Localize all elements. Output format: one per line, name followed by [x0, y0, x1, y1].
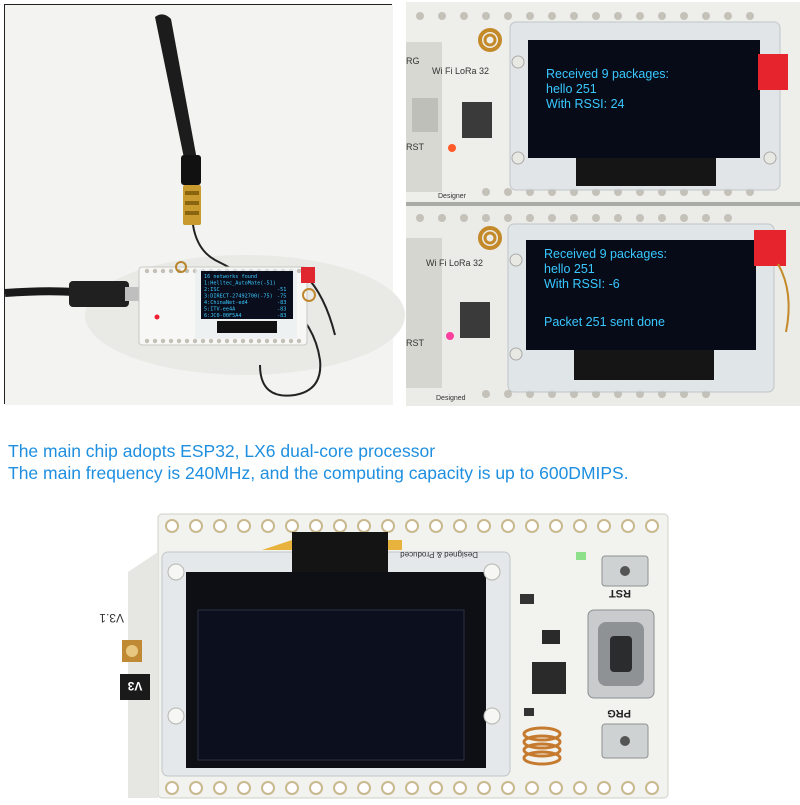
silk-prg: PRG — [607, 707, 631, 719]
oled-rssi: -83 — [277, 300, 286, 306]
oled-line: hello 251 — [546, 82, 597, 96]
oled-line: 4:ChinaNet-ed4 — [204, 300, 248, 306]
lora-board-lower — [406, 206, 800, 406]
heltec-board-small — [138, 261, 316, 346]
oled-rssi: -51 — [277, 287, 286, 293]
antenna — [155, 14, 201, 225]
oled-line: 5:ITV-ee4A — [204, 307, 236, 313]
oled-screen-off — [197, 609, 465, 761]
oled-line: 1:Helltec_AutoMate(-51) — [204, 281, 276, 287]
silk-rst: RST — [609, 587, 631, 599]
ipex-connector-lower — [754, 230, 786, 266]
oled-rssi: -83 — [277, 313, 286, 319]
silk-text: Wi Fi LoRa 32 — [426, 258, 483, 268]
oled-line: With RSSI: 24 — [546, 97, 625, 111]
oled-rssi: -83 — [277, 307, 286, 313]
photo-two-boards-drawing: RG Wi Fi LoRa 32 RST Designer Wi Fi LoRa… — [406, 2, 800, 406]
oled-line: 16 networks found — [204, 274, 257, 280]
silk-text: RST — [406, 142, 425, 152]
silk-text: RG — [406, 56, 420, 66]
usb-cable — [4, 287, 76, 297]
oled-line: With RSSI: -6 — [544, 277, 620, 291]
v3-badge — [120, 674, 150, 700]
silk-text: RST — [406, 338, 425, 348]
oled-screen-small — [201, 271, 293, 319]
silk-text: Designer — [438, 193, 467, 200]
silk-text: Designed — [436, 395, 466, 402]
silkscreen-upper: RG Wi Fi LoRa 32 RST Designer Wi Fi LoRa… — [406, 56, 489, 402]
oled-line: Received 9 packages: — [546, 67, 669, 81]
oled-screen-upper — [528, 40, 760, 158]
oled-text-wifi-scan: 16 networks found 1:Helltec_AutoMate(-51… — [204, 274, 286, 319]
oled-line: Packet 251 sent done — [544, 315, 665, 329]
silk-text: Wi Fi LoRa 32 — [432, 66, 489, 76]
heltec-v3-board-closeup: V3 V3.1 Designed & Produced RST PRG — [99, 512, 672, 800]
photo-two-boards-lora: RG Wi Fi LoRa 32 RST Designer Wi Fi LoRa… — [406, 2, 800, 406]
lora-board-upper — [406, 2, 800, 202]
lora-coil-antenna — [522, 726, 562, 766]
caption-line-1: The main chip adopts ESP32, LX6 dual-cor… — [8, 441, 436, 461]
silk-designed: Designed & Produced — [400, 550, 478, 559]
oled-rssi: -75 — [277, 294, 286, 300]
ipex-connector — [301, 267, 315, 283]
oled-screen-lower — [526, 240, 756, 350]
silk-version: V3.1 — [99, 611, 124, 625]
silk-badge: V3 — [127, 679, 142, 693]
photo-board-with-antenna-drawing: 16 networks found 1:Helltec_AutoMate(-51… — [4, 5, 405, 405]
oled-text-upper: Received 9 packages: hello 251 With RSSI… — [546, 67, 669, 111]
caption-line-2: The main frequency is 240MHz, and the co… — [8, 463, 629, 483]
oled-line: 2:ISC — [204, 287, 220, 293]
header-pins — [165, 519, 659, 795]
oled-line: hello 251 — [544, 262, 595, 276]
photo-board-with-antenna: 16 networks found 1:Helltec_AutoMate(-51… — [4, 4, 405, 405]
oled-line: Received 9 packages: — [544, 247, 667, 261]
oled-text-lower: Received 9 packages: hello 251 With RSSI… — [544, 247, 667, 329]
oled-line: 3:DIRECT-27492700(-75) — [204, 294, 273, 300]
board-closeup-drawing: V3 V3.1 Designed & Produced RST PRG — [99, 513, 669, 799]
ipex-connector-upper — [758, 54, 788, 90]
oled-line: 6:JC0-00F5A4 — [204, 313, 241, 319]
